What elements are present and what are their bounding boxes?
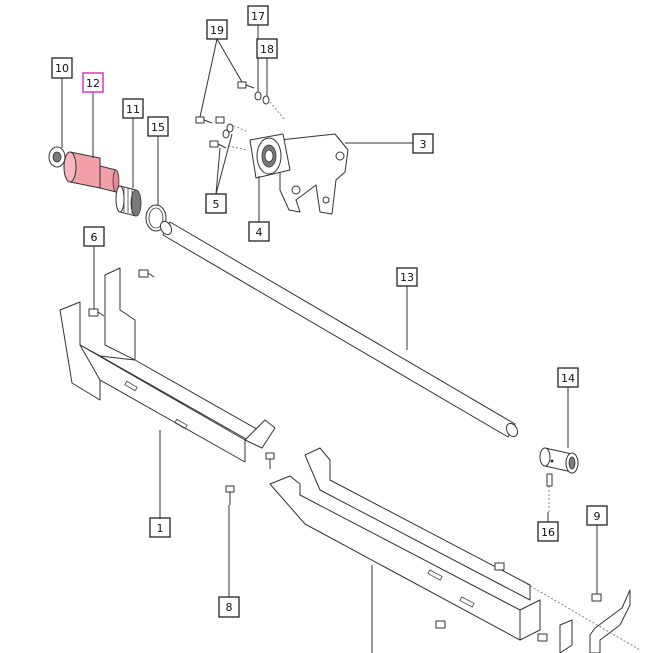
part-3-bracket[interactable] [279,133,349,215]
callout-4-label: 4 [256,226,263,239]
callout-16[interactable]: 16 [537,521,559,542]
part-16-pin[interactable] [546,473,553,487]
callout-17[interactable]: 17 [247,5,269,26]
callout-14[interactable]: 14 [557,367,579,388]
part-10-washer[interactable] [48,146,66,168]
callout-6-label: 6 [91,231,98,244]
callout-8[interactable]: 8 [218,596,240,618]
callout-18[interactable]: 18 [256,38,278,59]
part-11-coupling[interactable] [115,185,142,217]
part-12-bushing[interactable] [63,151,120,193]
callout-4[interactable]: 4 [248,221,270,242]
callout-3[interactable]: 3 [412,133,434,154]
part-17-washer[interactable] [254,91,262,101]
callout-17-label: 17 [251,10,265,23]
part-13-shaft[interactable] [158,219,520,438]
callout-13[interactable]: 13 [396,267,418,287]
callout-12[interactable]: 12 [82,72,104,93]
part-15-snap-ring[interactable] [145,204,167,232]
part-14-collar[interactable] [539,447,579,474]
callout-11-label: 11 [126,103,140,116]
part-4-flange-bearing[interactable] [249,133,291,179]
callout-19-label: 19 [210,24,224,37]
callout-9[interactable]: 9 [586,505,608,526]
part-5-screws-lower[interactable] [209,116,234,149]
callout-14-label: 14 [561,372,575,385]
callout-5-label: 5 [213,198,220,211]
callout-10-label: 10 [55,62,69,75]
part-8-screw[interactable] [225,452,275,505]
callout-6[interactable]: 6 [83,226,105,247]
part-19-screws-upper[interactable] [195,81,255,124]
callout-19[interactable]: 19 [206,19,228,40]
part-6-screw[interactable] [88,269,155,317]
callout-8-label: 8 [226,601,233,614]
callout-3-label: 3 [420,138,427,151]
part-9-bracket[interactable] [559,589,631,653]
callout-5[interactable]: 5 [205,193,227,214]
callout-11[interactable]: 11 [122,98,144,119]
callout-12-label: 12 [86,77,100,90]
callout-18-label: 18 [260,43,274,56]
part-1-frame-rail[interactable] [59,267,276,463]
callout-15[interactable]: 15 [147,116,169,137]
callout-16-label: 16 [541,526,555,539]
part-18-washer[interactable] [262,95,270,105]
callout-13-label: 13 [400,271,414,284]
callout-10[interactable]: 10 [51,57,73,79]
callout-15-label: 15 [151,121,165,134]
part-2-frame-rail[interactable] [269,447,548,642]
callout-1[interactable]: 1 [149,517,171,538]
callout-9-label: 9 [594,510,601,523]
leader-lines [61,25,598,653]
callout-1-label: 1 [157,522,164,535]
